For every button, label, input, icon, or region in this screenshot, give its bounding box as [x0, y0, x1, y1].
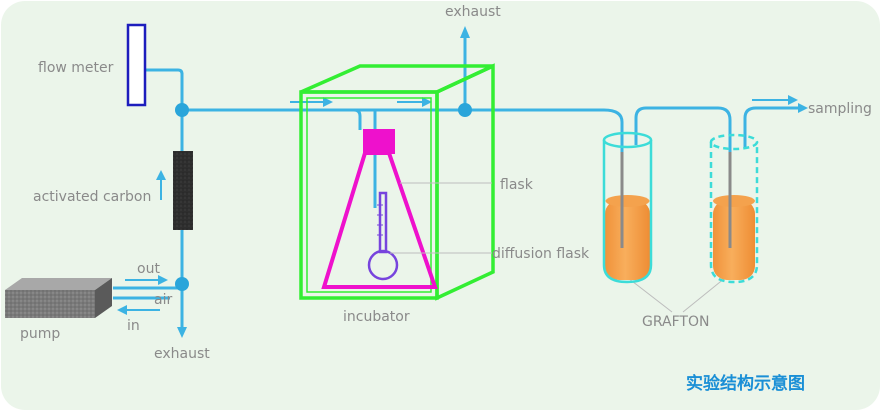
activated-carbon: [173, 151, 193, 230]
junction-top: [175, 103, 189, 117]
exhaust-top-label: exhaust: [445, 4, 501, 20]
pump: [5, 278, 112, 318]
exhaust-bottom-label: exhaust: [154, 346, 210, 362]
air-label: air: [154, 292, 173, 308]
junction-exhaust: [458, 103, 472, 117]
diffusion-flask-label: diffusion flask: [492, 246, 590, 262]
diffusion-flask-marks: [377, 204, 383, 236]
flask-label: flask: [500, 177, 533, 193]
pump-label: pump: [20, 326, 61, 342]
grafton-tube-1: [602, 131, 653, 284]
activated-carbon-label: activated carbon: [33, 189, 152, 205]
callout-lines: [390, 182, 726, 313]
sampling-label: sampling: [808, 101, 872, 117]
flow-meter: [126, 23, 147, 107]
incubator-label: incubator: [343, 309, 410, 325]
incubator: [299, 63, 495, 301]
in-label: in: [127, 318, 140, 334]
diffusion-flask: [367, 191, 399, 281]
junction-bottom: [175, 277, 189, 291]
grafton-tube-2: [709, 133, 759, 284]
flask: [321, 129, 438, 289]
flow-arrows: [117, 26, 808, 338]
grafton-label: GRAFTON: [642, 314, 710, 330]
diagram-caption: 实验结构示意图: [686, 374, 805, 394]
out-label: out: [137, 261, 160, 277]
flow-meter-label: flow meter: [38, 60, 114, 76]
